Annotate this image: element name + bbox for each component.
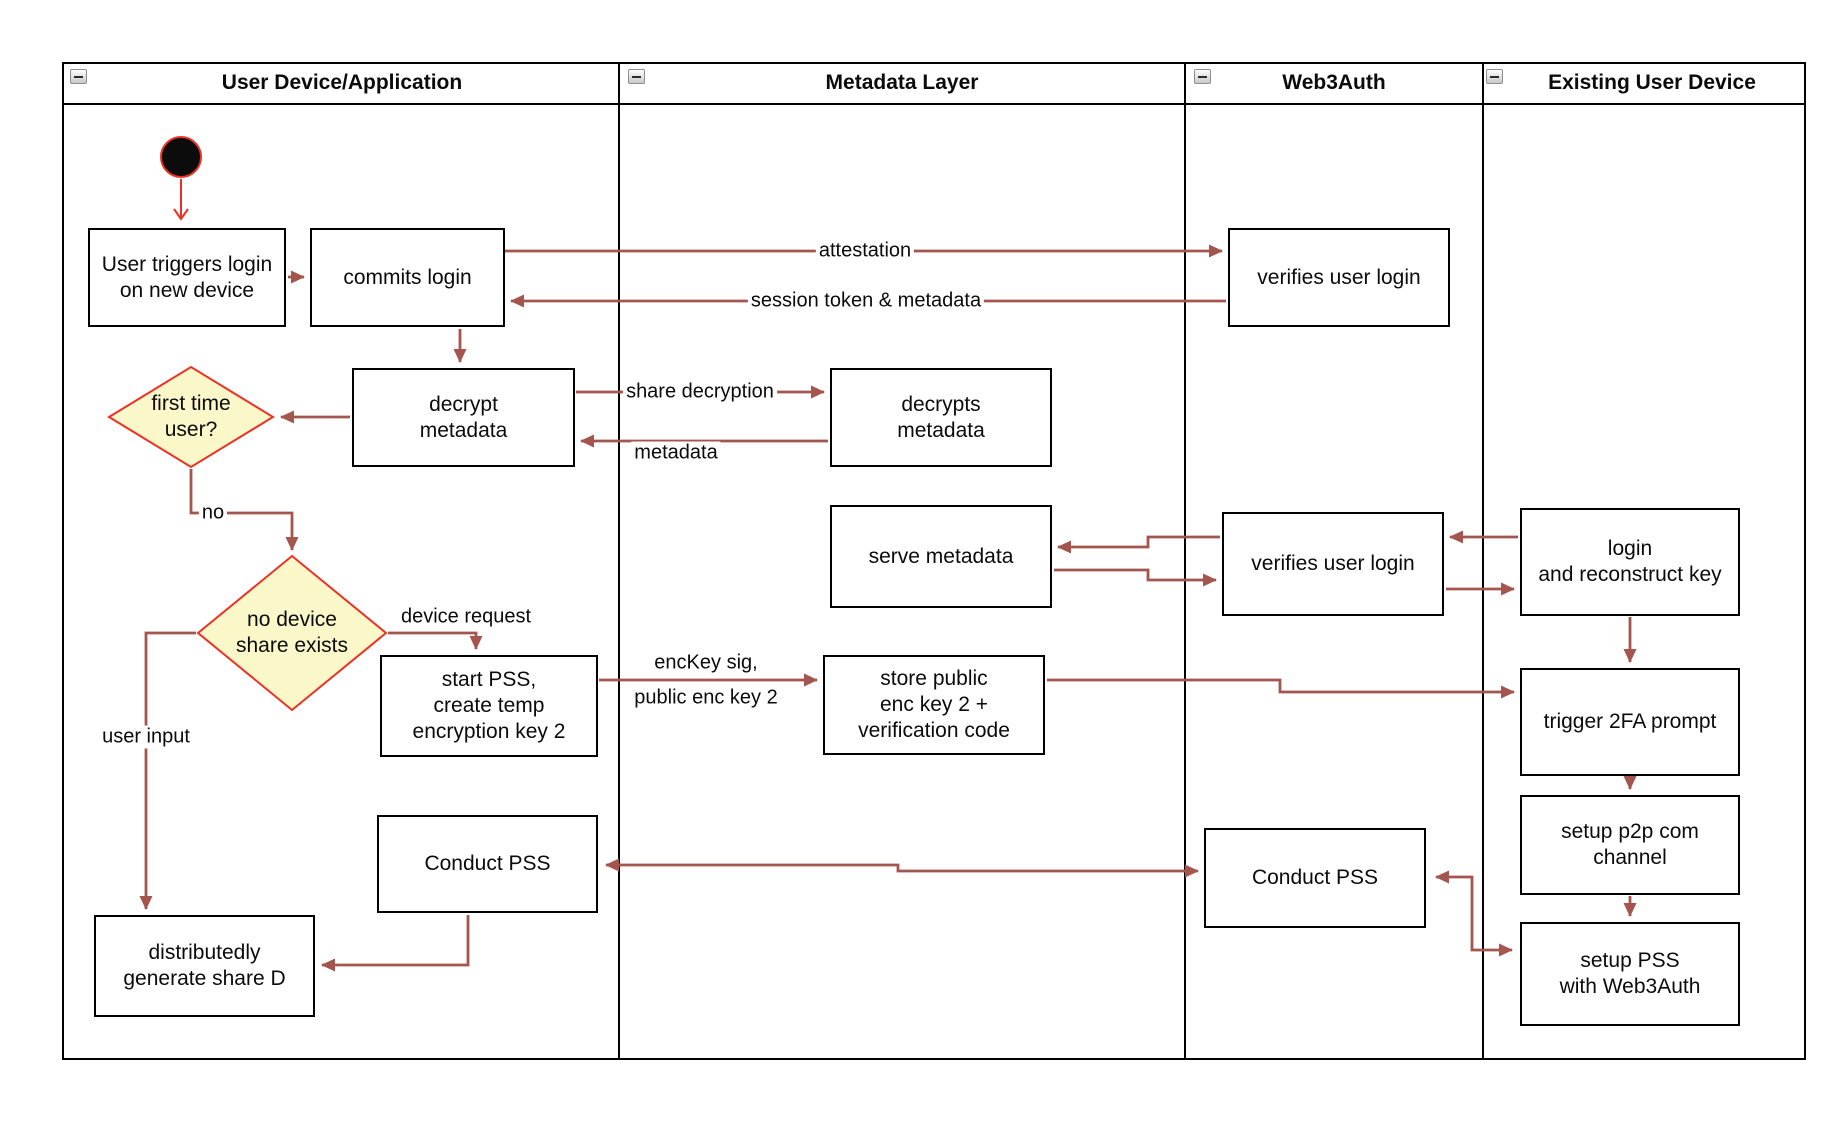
node-serve-metadata[interactable]: serve metadata xyxy=(830,505,1052,608)
node-trigger-2fa[interactable]: trigger 2FA prompt xyxy=(1520,668,1740,776)
collapse-lane-icon[interactable] xyxy=(1194,69,1211,84)
minus-icon xyxy=(1198,75,1207,78)
edge-label-user-input: user input xyxy=(99,725,193,749)
edge-conductpss-to-distgen xyxy=(321,915,470,972)
edge-label-metadata: metadata xyxy=(631,441,721,465)
node-decrypt-metadata[interactable]: decrypt metadata xyxy=(352,368,575,467)
lane-title-web3auth: Web3Auth xyxy=(1282,71,1386,94)
node-login-reconstruct[interactable]: login and reconstruct key xyxy=(1520,508,1740,616)
lane-divider-2 xyxy=(1184,62,1186,1060)
edge-label-session-token: session token & metadata xyxy=(747,289,985,313)
collapse-lane-icon[interactable] xyxy=(1486,69,1503,84)
collapse-lane-icon[interactable] xyxy=(70,69,87,84)
node-commits-login[interactable]: commits login xyxy=(310,228,505,327)
edge-serve-to-verifies xyxy=(1054,568,1217,587)
node-setup-p2p[interactable]: setup p2p com channel xyxy=(1520,795,1740,895)
start-node[interactable] xyxy=(160,136,202,178)
node-verifies-login-2[interactable]: verifies user login xyxy=(1222,512,1444,616)
edge-label-no: no xyxy=(198,501,228,525)
minus-icon xyxy=(74,75,83,78)
edge-label-public-enc-key: public enc key 2 xyxy=(634,686,778,709)
node-conduct-pss-web3[interactable]: Conduct PSS xyxy=(1204,828,1426,928)
lane-header-separator xyxy=(62,103,1806,105)
lane-divider-3 xyxy=(1482,62,1484,1060)
edge-no-branch xyxy=(189,469,299,551)
decision-first-time-user[interactable] xyxy=(107,365,275,469)
node-user-triggers-login[interactable]: User triggers login on new device xyxy=(88,228,286,327)
lane-title-existing-device: Existing User Device xyxy=(1548,71,1756,94)
node-conduct-pss-user[interactable]: Conduct PSS xyxy=(377,815,598,913)
diagram-frame xyxy=(62,62,1806,1060)
decision-label-no-device-share: no device share exists xyxy=(235,608,349,657)
edge-user-input xyxy=(139,631,196,910)
node-dist-generate-share[interactable]: distributedly generate share D xyxy=(94,915,315,1017)
edge-setuppss-conductpss xyxy=(1435,870,1513,957)
node-setup-pss[interactable]: setup PSS with Web3Auth xyxy=(1520,922,1740,1026)
minus-icon xyxy=(1490,75,1499,78)
node-start-pss[interactable]: start PSS, create temp encryption key 2 xyxy=(380,655,598,757)
edge-device-request xyxy=(388,631,483,650)
lane-title-user-device: User Device/Application xyxy=(221,71,463,94)
lane-divider-1 xyxy=(618,62,620,1060)
edge-label-device-request: device request xyxy=(400,605,532,628)
edge-verifies-to-serve xyxy=(1057,535,1220,554)
lane-title-metadata-layer: Metadata Layer xyxy=(825,71,979,94)
node-store-public-key[interactable]: store public enc key 2 + verification co… xyxy=(823,655,1045,755)
decision-no-device-share[interactable] xyxy=(196,554,388,712)
node-decrypts-metadata[interactable]: decrypts metadata xyxy=(830,368,1052,467)
edge-store-to-2fa xyxy=(1047,678,1515,699)
edge-label-share-decryption: share decryption xyxy=(623,380,777,404)
edge-label-enckey-sig: encKey sig, xyxy=(654,651,758,674)
edge-label-attestation: attestation xyxy=(815,239,915,263)
edge-conductpss-conductpss xyxy=(605,858,1199,878)
minus-icon xyxy=(632,75,641,78)
collapse-lane-icon[interactable] xyxy=(628,69,645,84)
decision-label-first-time: first time user? xyxy=(151,392,231,441)
node-verifies-login-1[interactable]: verifies user login xyxy=(1228,228,1450,327)
